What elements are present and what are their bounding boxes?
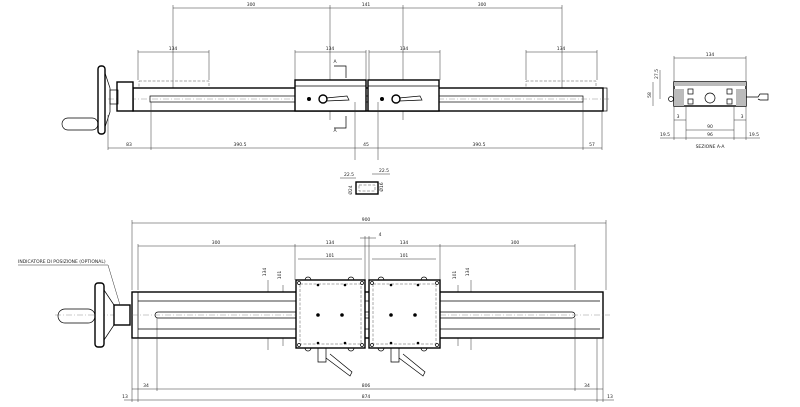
dim-806: 806 [362,383,371,389]
dim-134: 134 [400,240,409,246]
dim-390-5: 390.5 [234,142,247,148]
dim-874: 874 [362,394,371,400]
dim-134: 134 [557,46,566,52]
dim-390-5: 390.5 [473,142,486,148]
dimension-row-carriage: 134 134 134 134 [137,46,598,80]
carriage-left [294,79,367,112]
dim-900: 900 [362,217,371,223]
indicator-label: INDICATORE DI POSIZIONE (OPTIONAL) [18,259,106,265]
dim-134: 134 [326,240,335,246]
dim-96: 96 [707,132,713,138]
dim-101: 101 [452,271,458,280]
dim-13: 13 [122,394,128,400]
dim-57: 57 [589,142,595,148]
dim-34: 34 [584,383,590,389]
section-title: SEZIONE A-A [696,144,726,150]
dim-300: 300 [212,240,221,246]
dim-22-5: 22.5 [344,172,354,178]
section-view: 134 58 27.5 3 3 90 96 19.5 19.5 SEZIONE … [647,52,769,150]
dim-141: 141 [362,2,371,8]
dim-134: 134 [262,268,268,277]
carriage-end-position-right [525,80,597,89]
rail-end-cap [602,87,608,112]
dim-134: 134 [706,52,715,58]
carriage-end-position-left [138,80,210,89]
dim-134: 134 [465,268,471,277]
dim-101: 101 [400,253,409,259]
dim-134: 134 [400,46,409,52]
dim-3-right: 3 [741,114,744,120]
dim-101: 101 [277,271,283,280]
section-marker-a: A A [333,59,347,134]
section-label: A [333,59,337,65]
clamp-lever [317,348,353,377]
dim-83: 83 [126,142,132,148]
dim-45: 45 [363,142,369,148]
dim-4: 4 [379,232,382,238]
dimension-row-top: 300 141 300 [172,2,563,120]
dim-dia-24: Ø24 [347,185,354,194]
dim-19-5-left: 19.5 [660,132,670,138]
dim-3-left: 3 [677,114,680,120]
dim-134: 134 [169,46,178,52]
dimension-row-bottom: 83 390.5 45 390.5 57 [107,102,603,160]
carriage-left [295,276,366,377]
dim-300-right: 300 [478,2,487,8]
dim-13: 13 [607,394,613,400]
clamp-lever [390,348,426,377]
dim-dia-16: Ø16 [378,182,385,191]
section-label: A [333,128,337,134]
carriage-right [368,276,441,377]
detail-view: 22.5 22.5 Ø24 Ø16 [340,168,390,195]
dim-34: 34 [143,383,149,389]
dim-134: 134 [326,46,335,52]
dim-300-left: 300 [247,2,256,8]
dim-58: 58 [647,92,653,98]
position-indicator [113,304,131,326]
dim-101: 101 [326,253,335,259]
carriage-right [367,79,440,112]
handwheel [57,282,131,348]
handwheel [61,65,134,135]
front-view: 900 4 300 134 134 300 101 101 134 101 10… [18,217,614,402]
dim-22-5: 22.5 [379,168,389,174]
top-view: 300 141 300 134 134 134 134 [61,2,610,160]
dim-90: 90 [707,124,713,130]
dim-27-5: 27.5 [654,69,660,79]
dim-300: 300 [511,240,520,246]
dim-19-5-right: 19.5 [749,132,759,138]
